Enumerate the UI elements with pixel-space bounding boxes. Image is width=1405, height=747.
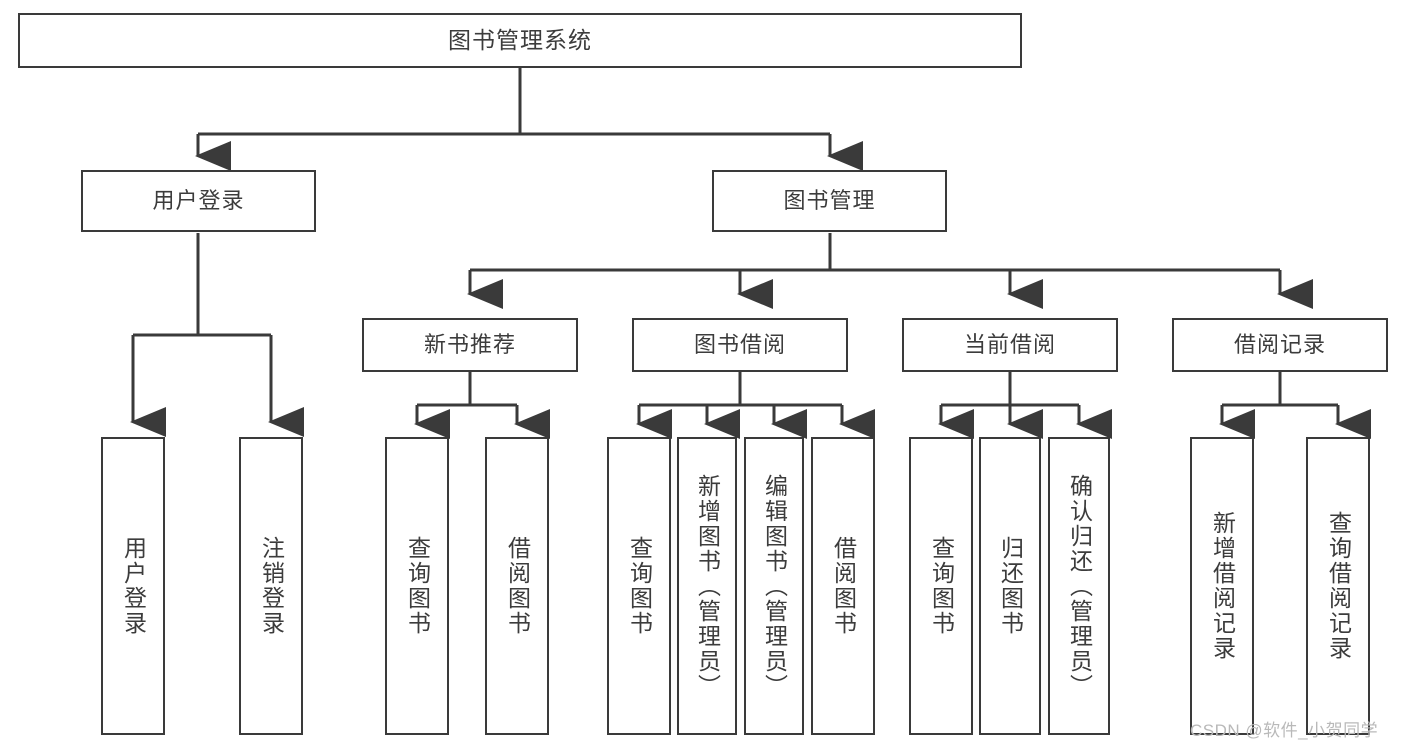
leaf-user-login-logout[interactable]: 注销登录 xyxy=(239,437,303,735)
node-label: 确认归还（管理员） xyxy=(1066,473,1093,699)
node-label: 新增借阅记录 xyxy=(1209,511,1236,661)
leaf-recommend-borrow-book[interactable]: 借阅图书 xyxy=(485,437,549,735)
node-label: 新书推荐 xyxy=(423,331,516,357)
node-label: 当前借阅 xyxy=(963,331,1056,357)
leaf-current-confirm-return-admin[interactable]: 确认归还（管理员） xyxy=(1048,437,1110,735)
node-label: 用户登录 xyxy=(152,187,245,213)
node-label: 用户登录 xyxy=(120,536,147,636)
leaf-recommend-query-book[interactable]: 查询图书 xyxy=(385,437,449,735)
node-label: 图书借阅 xyxy=(693,331,786,357)
node-label: 查询图书 xyxy=(626,536,653,636)
leaf-current-query-book[interactable]: 查询图书 xyxy=(909,437,973,735)
node-book-management[interactable]: 图书管理 xyxy=(712,170,947,232)
node-label: 查询图书 xyxy=(928,536,955,636)
node-label: 借阅记录 xyxy=(1233,331,1326,357)
node-book-borrow[interactable]: 图书借阅 xyxy=(632,318,848,372)
node-label: 查询图书 xyxy=(404,536,431,636)
leaf-record-add-record[interactable]: 新增借阅记录 xyxy=(1190,437,1254,735)
node-label: 借阅图书 xyxy=(830,536,857,636)
leaf-current-return-book[interactable]: 归还图书 xyxy=(979,437,1041,735)
node-root-system[interactable]: 图书管理系统 xyxy=(18,13,1022,68)
csdn-watermark: CSDN @软件_小贺同学 xyxy=(1190,721,1379,740)
node-current-borrow[interactable]: 当前借阅 xyxy=(902,318,1118,372)
node-label: 图书管理系统 xyxy=(448,26,592,53)
leaf-user-login-login[interactable]: 用户登录 xyxy=(101,437,165,735)
node-label: 借阅图书 xyxy=(504,536,531,636)
leaf-borrow-query-book[interactable]: 查询图书 xyxy=(607,437,671,735)
node-user-login[interactable]: 用户登录 xyxy=(81,170,316,232)
node-label: 注销登录 xyxy=(258,536,285,636)
node-borrow-record[interactable]: 借阅记录 xyxy=(1172,318,1388,372)
leaf-borrow-borrow-book[interactable]: 借阅图书 xyxy=(811,437,875,735)
leaf-borrow-add-book-admin[interactable]: 新增图书（管理员） xyxy=(677,437,737,735)
leaf-borrow-edit-book-admin[interactable]: 编辑图书（管理员） xyxy=(744,437,804,735)
node-label: 查询借阅记录 xyxy=(1325,511,1352,661)
node-new-book-recommend[interactable]: 新书推荐 xyxy=(362,318,578,372)
node-label: 图书管理 xyxy=(783,187,876,213)
leaf-record-query-record[interactable]: 查询借阅记录 xyxy=(1306,437,1370,735)
node-label: 归还图书 xyxy=(997,536,1024,636)
node-label: 编辑图书（管理员） xyxy=(761,473,788,699)
node-label: 新增图书（管理员） xyxy=(694,473,721,699)
